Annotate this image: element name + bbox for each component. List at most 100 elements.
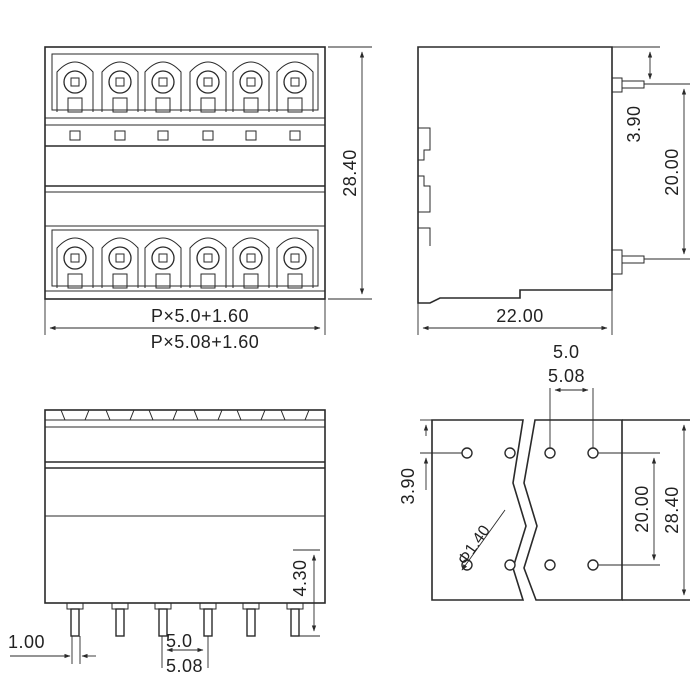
latch-slot xyxy=(289,130,301,141)
pcb-pitch-label-a: 5.0 xyxy=(553,342,580,362)
front-lower-terminals xyxy=(56,237,314,289)
screw-head xyxy=(283,246,307,270)
side-upper-pin xyxy=(621,80,645,89)
screw-head xyxy=(196,70,220,94)
terminal-cavity xyxy=(276,237,314,288)
pin xyxy=(158,608,168,637)
wire-entry xyxy=(287,97,303,113)
top-tab xyxy=(236,409,266,421)
front-lower-plug xyxy=(51,229,319,287)
top-tab xyxy=(105,409,135,421)
wire-entry xyxy=(112,97,128,113)
terminal-cavity xyxy=(189,237,227,288)
screw-head xyxy=(108,246,132,270)
front-pitch-label-a: P×5.0+1.60 xyxy=(151,306,249,326)
wire-entry xyxy=(287,273,303,289)
terminal-cavity xyxy=(232,237,270,288)
pcb-pitch-label-b: 5.08 xyxy=(548,366,585,386)
terminal-cavity xyxy=(144,61,182,112)
wire-entry xyxy=(243,97,259,113)
front-body-outline xyxy=(44,46,326,300)
screw-head xyxy=(283,70,307,94)
terminal-cavity xyxy=(144,237,182,288)
pin-view-body-outline xyxy=(44,409,326,604)
screw-head xyxy=(63,70,87,94)
pcb-hole xyxy=(461,447,473,459)
screw-slot xyxy=(115,77,125,87)
screw-slot xyxy=(203,77,213,87)
pcb-hole xyxy=(544,447,556,459)
pin xyxy=(246,608,256,637)
front-height-label: 28.40 xyxy=(340,149,360,197)
latch-slot xyxy=(69,130,81,141)
pin-pitch-label-a: 5.0 xyxy=(166,631,193,651)
screw-head xyxy=(239,246,263,270)
terminal-cavity xyxy=(101,237,139,288)
front-view: 28.40 P×5.0+1.60 P×5.08+1.60 xyxy=(44,46,372,352)
pin-shoulder xyxy=(199,602,217,610)
screw-head xyxy=(108,70,132,94)
top-tab xyxy=(193,409,223,421)
wire-entry xyxy=(200,97,216,113)
front-upper-terminals xyxy=(56,61,314,113)
screw-slot xyxy=(70,253,80,263)
terminal-cavity xyxy=(56,61,94,112)
screw-slot xyxy=(290,253,300,263)
side-body-outline xyxy=(417,46,613,304)
pcb-row-spacing-label: 20.00 xyxy=(632,485,652,533)
latch-slot xyxy=(157,130,169,141)
wire-entry xyxy=(155,273,171,289)
terminal-cavity xyxy=(232,61,270,112)
pin-width-label: 1.00 xyxy=(8,632,45,652)
wire-entry xyxy=(67,97,83,113)
screw-head xyxy=(196,246,220,270)
top-tab xyxy=(280,409,310,421)
top-tab xyxy=(148,409,178,421)
side-pin-spacing-label: 20.00 xyxy=(662,148,682,196)
screw-slot xyxy=(158,253,168,263)
pcb-hole xyxy=(544,559,556,571)
pcb-hole xyxy=(587,559,599,571)
wire-entry xyxy=(155,97,171,113)
pcb-hole xyxy=(504,447,516,459)
screw-slot xyxy=(246,77,256,87)
front-upper-plug xyxy=(51,53,319,111)
pin-shoulder xyxy=(66,602,84,610)
pcb-layout-view: 5.0 5.08 3.90 Φ1.40 20.00 28.40 xyxy=(398,342,690,601)
side-lower-pin xyxy=(621,255,645,264)
screw-head xyxy=(63,246,87,270)
screw-slot xyxy=(246,253,256,263)
pcb-hole-diameter-label: Φ1.40 xyxy=(455,522,494,568)
screw-head xyxy=(151,70,175,94)
screw-slot xyxy=(115,253,125,263)
wire-entry xyxy=(243,273,259,289)
side-upper-pin-base xyxy=(611,77,623,93)
pcb-hole xyxy=(504,559,516,571)
pin xyxy=(70,608,80,637)
screw-head xyxy=(151,246,175,270)
wire-entry xyxy=(112,273,128,289)
pin-view-top-tabs xyxy=(60,409,310,421)
pin-shoulder xyxy=(286,602,304,610)
pin-pitch-label-b: 5.08 xyxy=(166,656,203,676)
pin xyxy=(115,608,125,637)
screw-slot xyxy=(203,253,213,263)
pcb-right-section xyxy=(523,419,623,601)
wire-entry xyxy=(200,273,216,289)
pcb-hole xyxy=(587,447,599,459)
pin-shoulder xyxy=(154,602,172,610)
top-tab xyxy=(60,409,90,421)
screw-slot xyxy=(70,77,80,87)
pin-view: 4.30 1.00 5.0 5.08 xyxy=(8,409,326,676)
pin-length-label: 4.30 xyxy=(290,559,310,596)
screw-head xyxy=(239,70,263,94)
pin-view-pins xyxy=(66,602,304,637)
side-top-offset-label: 3.90 xyxy=(624,105,644,142)
latch-slot xyxy=(245,130,257,141)
side-lower-pin-base xyxy=(611,249,623,275)
pin-shoulder xyxy=(111,602,129,610)
latch-slot xyxy=(114,130,126,141)
pin xyxy=(203,608,213,637)
front-pitch-label-b: P×5.08+1.60 xyxy=(151,332,260,352)
